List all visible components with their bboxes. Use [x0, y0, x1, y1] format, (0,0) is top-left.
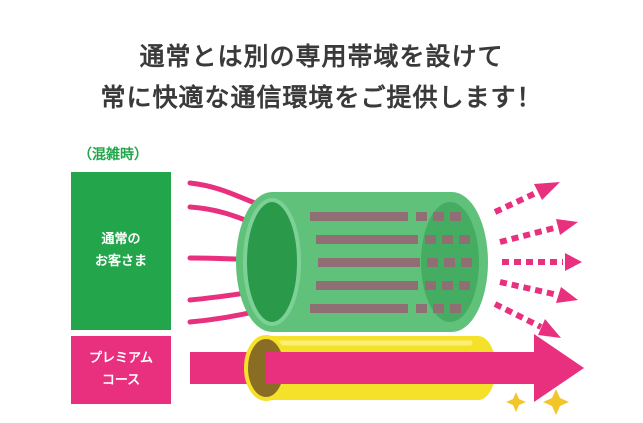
outgoing-arrow-3-head [565, 253, 582, 271]
regular-customers-line-2: お客さま [94, 254, 147, 269]
peak-time-label: （混雑時） [78, 147, 148, 163]
regular-customers-box: 通常の お客さま [71, 172, 171, 330]
premium-arrow-shaft-inside [266, 352, 496, 384]
outgoing-arrow-4-head [556, 287, 578, 303]
outgoing-arrow-1-head [534, 182, 560, 200]
green-tube-front-face [245, 200, 299, 324]
regular-customers-line-1: 通常の [101, 232, 141, 247]
packet-row-1 [310, 212, 461, 221]
premium-pipe-label: プレミアム [338, 358, 408, 374]
outgoing-arrow-1-line [493, 189, 540, 215]
headline-line-1: 通常とは別の専用帯域を設けて [139, 42, 504, 71]
sparkle-icon [506, 392, 526, 412]
premium-bandwidth-path [190, 334, 584, 402]
packet-row-5 [310, 304, 461, 313]
premium-arrow-shaft-right [494, 352, 536, 384]
sparkles [506, 389, 569, 415]
outgoing-arrow-5-head [538, 319, 561, 338]
headline: 通常とは別の専用帯域を設けて 常に快適な通信環境をご提供します！ [0, 36, 643, 118]
sparkle-icon [543, 389, 569, 415]
outgoing-arrow-2-line [499, 224, 559, 245]
outgoing-arrow-2-head [556, 219, 578, 235]
outgoing-traffic-arrows [493, 182, 582, 338]
packet-row-4 [316, 281, 470, 290]
green-tube-front-rim [243, 198, 301, 326]
outgoing-arrow-4-line [499, 279, 559, 298]
outgoing-arrow-5-line [493, 301, 543, 330]
traffic-packets [310, 212, 472, 313]
premium-arrow-head [534, 334, 584, 402]
packet-row-2 [316, 235, 470, 244]
packet-row-3 [318, 258, 472, 267]
premium-arrow-shaft-left [190, 352, 250, 384]
headline-line-2: 常に快適な通信環境をご提供します！ [100, 83, 543, 112]
premium-course-line-2: コース [101, 373, 141, 388]
premium-course-line-1: プレミアム [88, 351, 154, 366]
premium-course-box: プレミアム コース [71, 336, 171, 404]
